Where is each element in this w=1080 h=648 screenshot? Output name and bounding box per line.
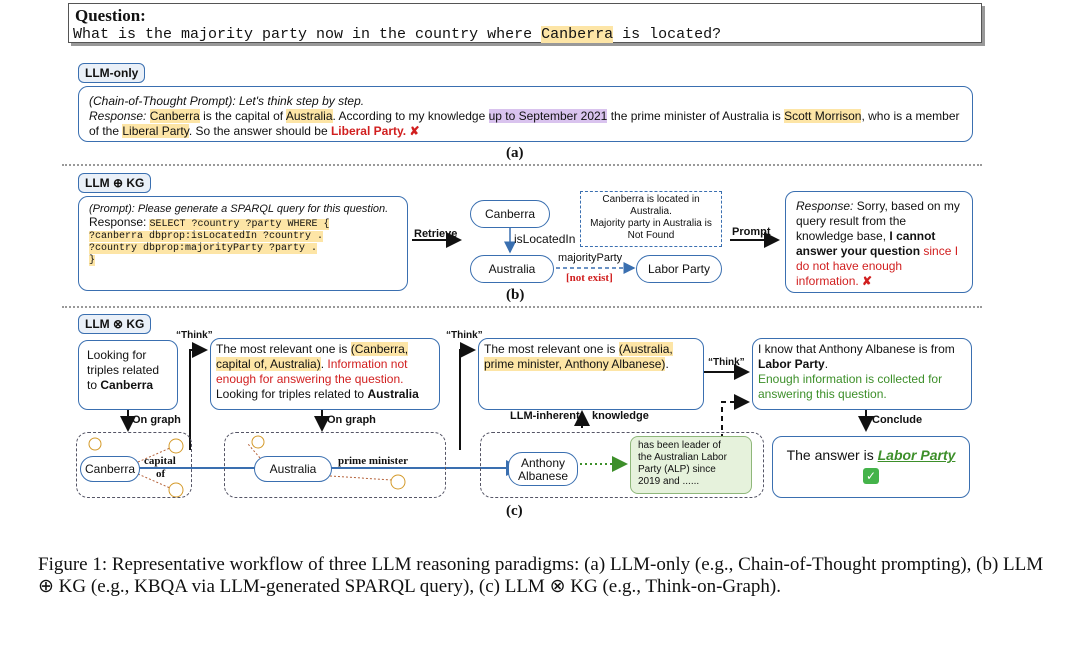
side-node-1 bbox=[88, 437, 102, 451]
panel-b-label: (b) bbox=[506, 287, 525, 303]
tag-llm-kg-plus: LLM ⊕ KG bbox=[78, 173, 152, 193]
sparql-line-4: } bbox=[89, 255, 96, 266]
sparql-line-2: ?canberra dbprop:isLocatedIn ?country . bbox=[89, 231, 324, 242]
kg-result-box: Canberra is located in Australia. Majori… bbox=[580, 191, 722, 247]
side-node-5 bbox=[390, 474, 406, 490]
llm-inherent-label: LLM-inherent bbox=[510, 410, 580, 422]
think-arrow-1 bbox=[189, 342, 208, 450]
dashed-feedback-arrow bbox=[721, 394, 750, 448]
side-edge-1 bbox=[137, 447, 171, 463]
kg-edge-majority: majorityParty bbox=[558, 252, 623, 264]
prompt-label: Prompt bbox=[732, 226, 771, 238]
question-text: What is the majority party now in the co… bbox=[73, 26, 721, 43]
question-box: Question: What is the majority party now… bbox=[68, 3, 982, 43]
on-graph-label-2: On graph bbox=[327, 414, 376, 426]
kg-node-australia: Australia bbox=[470, 255, 554, 283]
graph-node-anthony: Anthony Albanese bbox=[508, 452, 578, 486]
figure-caption: Figure 1: Representative workflow of thr… bbox=[38, 554, 1044, 597]
graph-note: has been leader of the Australian Labor … bbox=[630, 436, 752, 494]
panel-b-prompt: (Prompt): Please generate a SPARQL query… bbox=[89, 203, 389, 215]
panel-a-prompt: (Chain-of-Thought Prompt): Let's think s… bbox=[89, 94, 365, 108]
side-edge-2 bbox=[137, 473, 171, 489]
graph-edge-of: of bbox=[156, 468, 166, 480]
panel-a-box: (Chain-of-Thought Prompt): Let's think s… bbox=[78, 86, 973, 142]
graph-region-1 bbox=[76, 432, 192, 498]
think-box-4: I know that Anthony Albanese is from Lab… bbox=[752, 338, 972, 410]
side-edge-3 bbox=[247, 443, 261, 459]
divider-2 bbox=[62, 306, 982, 308]
not-exist-label: [not exist] bbox=[566, 272, 613, 284]
graph-node-australia: Australia bbox=[254, 456, 332, 482]
sparql-line-3: ?country dbprop:majorityParty ?party . bbox=[89, 243, 318, 254]
answer-box: The answer is Labor Party ✓ bbox=[772, 436, 970, 498]
side-node-4 bbox=[251, 435, 265, 449]
answer-prefix: The answer is bbox=[786, 447, 874, 463]
question-highlight: Canberra bbox=[541, 26, 614, 43]
think-label-3: “Think” bbox=[708, 357, 745, 368]
kg-node-canberra: Canberra bbox=[470, 200, 550, 228]
think-label-2: “Think” bbox=[446, 330, 483, 341]
graph-node-canberra: Canberra bbox=[80, 456, 140, 482]
check-icon: ✓ bbox=[863, 468, 879, 484]
think-arrow-2 bbox=[459, 342, 476, 450]
conclude-label: Conclude bbox=[872, 414, 923, 426]
graph-edge-capital: capital bbox=[144, 455, 176, 467]
panel-b-response: Response: SELECT ?country ?party WHERE { bbox=[89, 215, 330, 230]
divider-1 bbox=[62, 164, 982, 166]
kg-node-labor: Labor Party bbox=[636, 255, 722, 283]
think-box-1: Looking for triples related to Canberra bbox=[78, 340, 178, 410]
graph-region-2 bbox=[224, 432, 446, 498]
answer-value: Labor Party bbox=[877, 447, 956, 463]
think-box-3: The most relevant one is (Australia, pri… bbox=[478, 338, 704, 410]
graph-region-3 bbox=[480, 432, 764, 498]
question-text-after: is located? bbox=[622, 26, 722, 43]
panel-c-label: (c) bbox=[506, 503, 523, 519]
graph-edge-pm: prime minister bbox=[338, 455, 408, 467]
knowledge-label: knowledge bbox=[592, 410, 649, 422]
panel-a-label: (a) bbox=[506, 145, 524, 161]
think-label-1: “Think” bbox=[176, 330, 213, 341]
side-node-2 bbox=[168, 438, 184, 454]
panel-b-prompt-box: (Prompt): Please generate a SPARQL query… bbox=[78, 196, 408, 291]
question-label: Question: bbox=[75, 6, 146, 25]
on-graph-label-1: On graph bbox=[132, 414, 181, 426]
cross-icon: ✘ bbox=[862, 274, 873, 288]
tag-llm-kg-times: LLM ⊗ KG bbox=[78, 314, 152, 334]
panel-a-response: Response: Canberra is the capital of Aus… bbox=[89, 109, 960, 138]
panel-b-response-box: Response: Sorry, based on my query resul… bbox=[785, 191, 973, 293]
tag-llm-only: LLM-only bbox=[78, 63, 146, 83]
think-box-2: The most relevant one is (Canberra, capi… bbox=[210, 338, 440, 410]
kg-edge-located: isLocatedIn bbox=[514, 232, 576, 246]
cross-icon: ✘ bbox=[409, 124, 420, 138]
question-text-before: What is the majority party now in the co… bbox=[73, 26, 533, 43]
